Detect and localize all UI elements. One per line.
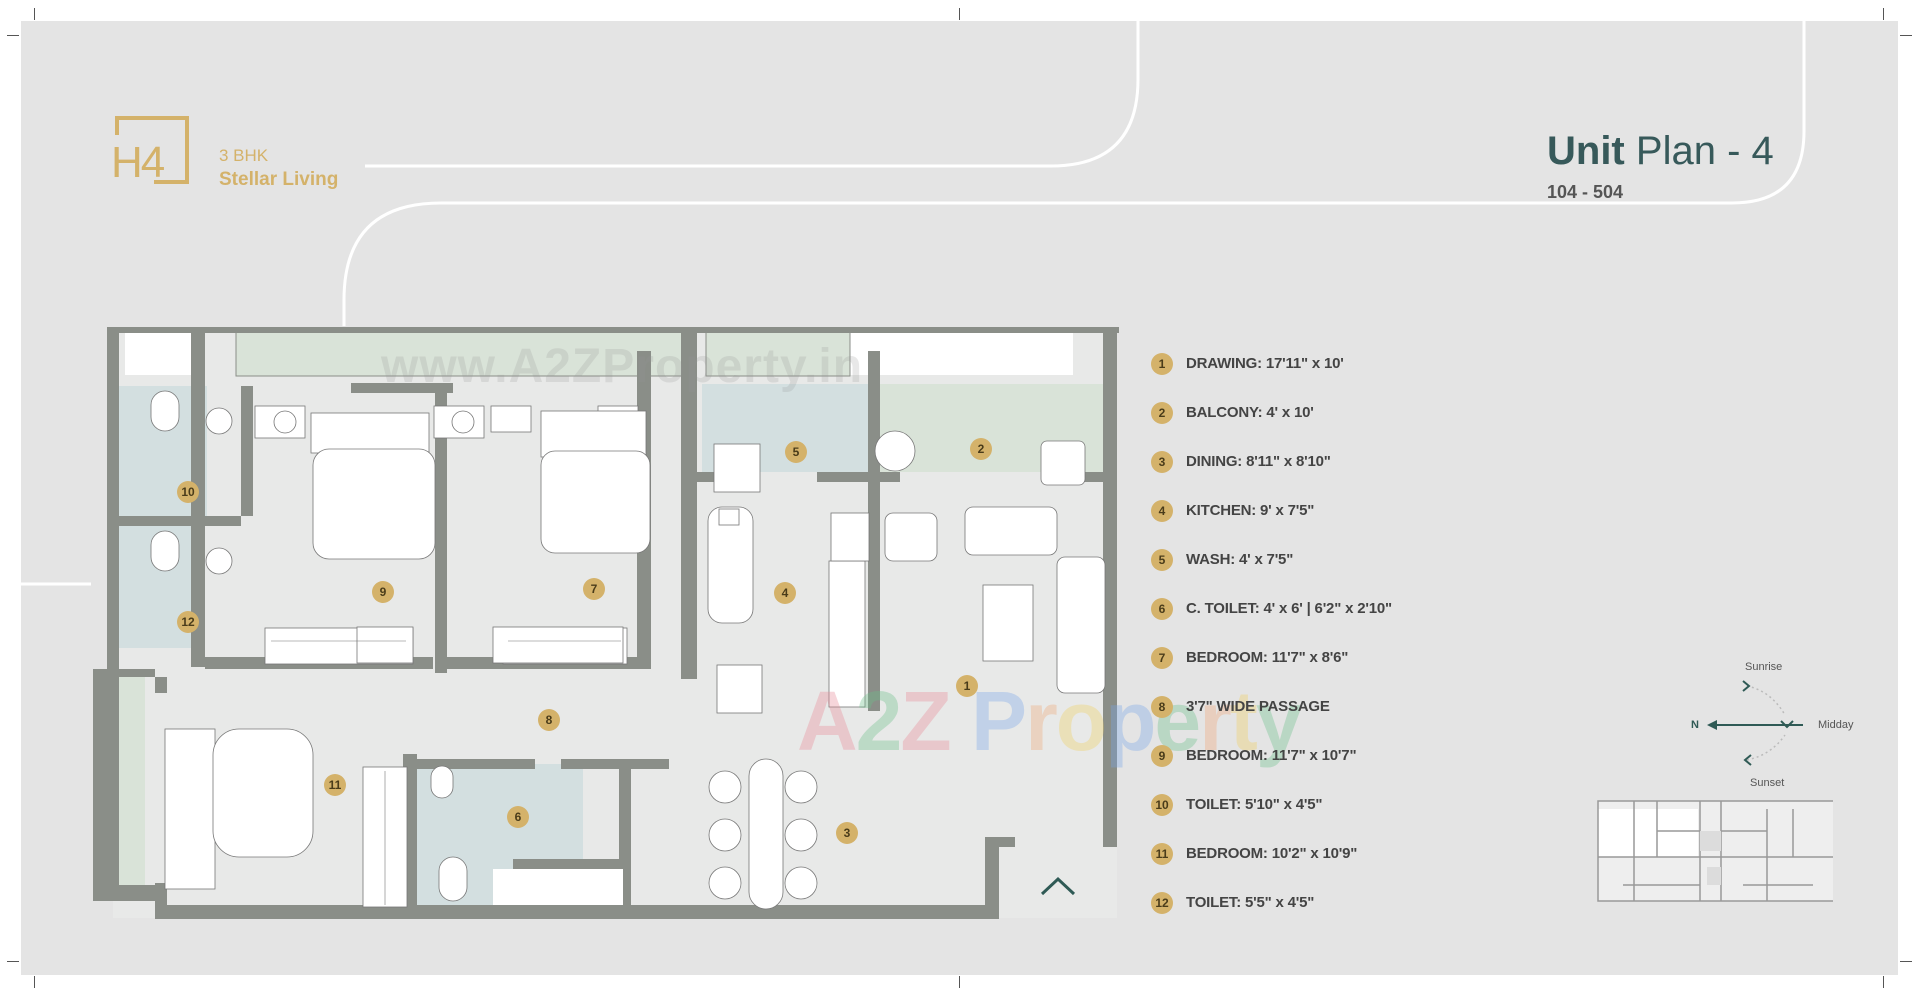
legend-badge: 1: [1151, 352, 1173, 375]
watermark-letter: P: [971, 674, 1027, 768]
watermark-brand: A2Z Property: [797, 673, 1303, 770]
legend-badge: 5: [1151, 548, 1173, 571]
room-badge-3: 3: [844, 826, 851, 840]
room-badge-1: 1: [964, 679, 971, 693]
logo-mark: H4: [111, 138, 165, 187]
legend-item: 1 DRAWING: 17'11" x 10': [1151, 339, 1392, 388]
legend-text: BALCONY: 4' x 10': [1186, 404, 1314, 421]
room-badge-12: 12: [181, 615, 195, 629]
legend-item: 11 BEDROOM: 10'2" x 10'9": [1151, 829, 1392, 878]
crop-mark: [7, 35, 19, 36]
legend-item: 4 KITCHEN: 9' x 7'5": [1151, 486, 1392, 535]
legend-item: 12 TOILET: 5'5" x 4'5": [1151, 878, 1392, 927]
legend-badge: 2: [1151, 401, 1173, 424]
watermark-letter: r: [1025, 674, 1058, 768]
watermark-letter: [950, 674, 971, 768]
legend-text: BEDROOM: 11'7" x 8'6": [1186, 649, 1349, 666]
legend-text: DRAWING: 17'11" x 10': [1186, 355, 1344, 372]
watermark-letter: A: [797, 674, 858, 768]
brand-logo: H4 3 BHK Stellar Living: [93, 93, 353, 193]
legend-text: DINING: 8'11" x 8'10": [1186, 453, 1331, 470]
crop-mark: [959, 8, 960, 20]
title-light: Plan - 4: [1635, 129, 1774, 173]
legend-text: BEDROOM: 11'7" x 10'7": [1186, 747, 1357, 764]
room-badge-6: 6: [515, 810, 522, 824]
room-badge-2: 2: [978, 442, 985, 456]
decorative-curves: [21, 21, 1806, 586]
sunset-label: Sunset: [1750, 777, 1785, 789]
crop-mark: [34, 8, 35, 20]
watermark-letter: o: [1055, 674, 1107, 768]
legend-badge: 9: [1151, 744, 1173, 767]
legend-text: BEDROOM: 10'2" x 10'9": [1186, 845, 1358, 862]
watermark-letter: y: [1255, 674, 1303, 768]
watermark-letter: 2: [855, 674, 903, 768]
title-bold: Unit: [1547, 129, 1625, 173]
legend-text: C. TOILET: 4' x 6' | 6'2" x 2'10": [1186, 600, 1392, 617]
crop-mark: [1900, 35, 1912, 36]
legend-item: 3 DINING: 8'11" x 8'10": [1151, 437, 1392, 486]
legend-badge: 7: [1151, 646, 1173, 669]
watermark-letter: r: [1199, 674, 1232, 768]
legend-text: WASH: 4' x 7'5": [1186, 551, 1294, 568]
room-badge-7: 7: [591, 582, 598, 596]
logo-bhk: 3 BHK: [219, 146, 269, 165]
logo-frame: [115, 116, 189, 184]
sunrise-label: Sunrise: [1745, 661, 1783, 673]
page-title: Unit Plan - 4: [1547, 129, 1774, 174]
crop-mark: [34, 976, 35, 988]
legend-text: KITCHEN: 9' x 7'5": [1186, 502, 1315, 519]
legend-badge: 3: [1151, 450, 1173, 473]
crop-mark: [1900, 961, 1912, 962]
legend-item: 7 BEDROOM: 11'7" x 8'6": [1151, 633, 1392, 682]
legend-item: 2 BALCONY: 4' x 10': [1151, 388, 1392, 437]
legend-item: 5 WASH: 4' x 7'5": [1151, 535, 1392, 584]
crop-mark: [1883, 8, 1884, 20]
crop-mark: [7, 961, 19, 962]
legend-item: 10 TOILET: 5'10" x 4'5": [1151, 780, 1392, 829]
north-label: N: [1691, 719, 1699, 731]
crop-mark: [1883, 976, 1884, 988]
legend-badge: 4: [1151, 499, 1173, 522]
key-plan: [1597, 800, 1833, 902]
legend-badge: 10: [1151, 793, 1173, 816]
legend-badge: 12: [1151, 891, 1173, 914]
floor-plan: 1 2 3 4 5 6 7 8 9 10 11 12: [93, 327, 1119, 919]
watermark-letter: t: [1229, 674, 1258, 768]
legend-badge: 11: [1151, 842, 1173, 865]
legend-text: TOILET: 5'5" x 4'5": [1186, 894, 1315, 911]
room-badge-5: 5: [793, 445, 800, 459]
room-badge-8: 8: [546, 713, 553, 727]
legend-badge: 8: [1151, 695, 1173, 718]
crop-mark: [959, 976, 960, 988]
room-badge-11: 11: [329, 778, 342, 792]
brochure-page: H4 3 BHK Stellar Living Unit Plan - 4 10…: [21, 21, 1898, 975]
room-badge-4: 4: [782, 586, 789, 600]
legend-item: 8 3'7" WIDE PASSAGE: [1151, 682, 1392, 731]
legend-text: TOILET: 5'10" x 4'5": [1186, 796, 1323, 813]
legend-text: 3'7" WIDE PASSAGE: [1186, 698, 1330, 715]
watermark-letter: Z: [900, 674, 951, 768]
legend-badge: 6: [1151, 597, 1173, 620]
legend-item: 6 C. TOILET: 4' x 6' | 6'2" x 2'10": [1151, 584, 1392, 633]
watermark-url: www.A2ZProperty.in: [381, 340, 864, 393]
midday-label: Midday: [1818, 719, 1854, 731]
room-badge-9: 9: [380, 585, 387, 599]
room-legend: 1 DRAWING: 17'11" x 10' 2 BALCONY: 4' x 10…: [1151, 339, 1392, 927]
room-badge-10: 10: [181, 485, 195, 499]
unit-range: 104 - 504: [1547, 182, 1624, 202]
north-arrow-icon: [1707, 680, 1803, 766]
logo-tagline: Stellar Living: [219, 169, 339, 190]
sun-path-compass: Sunrise N Midday Sunset: [1661, 641, 1881, 791]
watermark-letter: p: [1105, 674, 1156, 768]
legend-item: 9 BEDROOM: 11'7" x 10'7": [1151, 731, 1392, 780]
